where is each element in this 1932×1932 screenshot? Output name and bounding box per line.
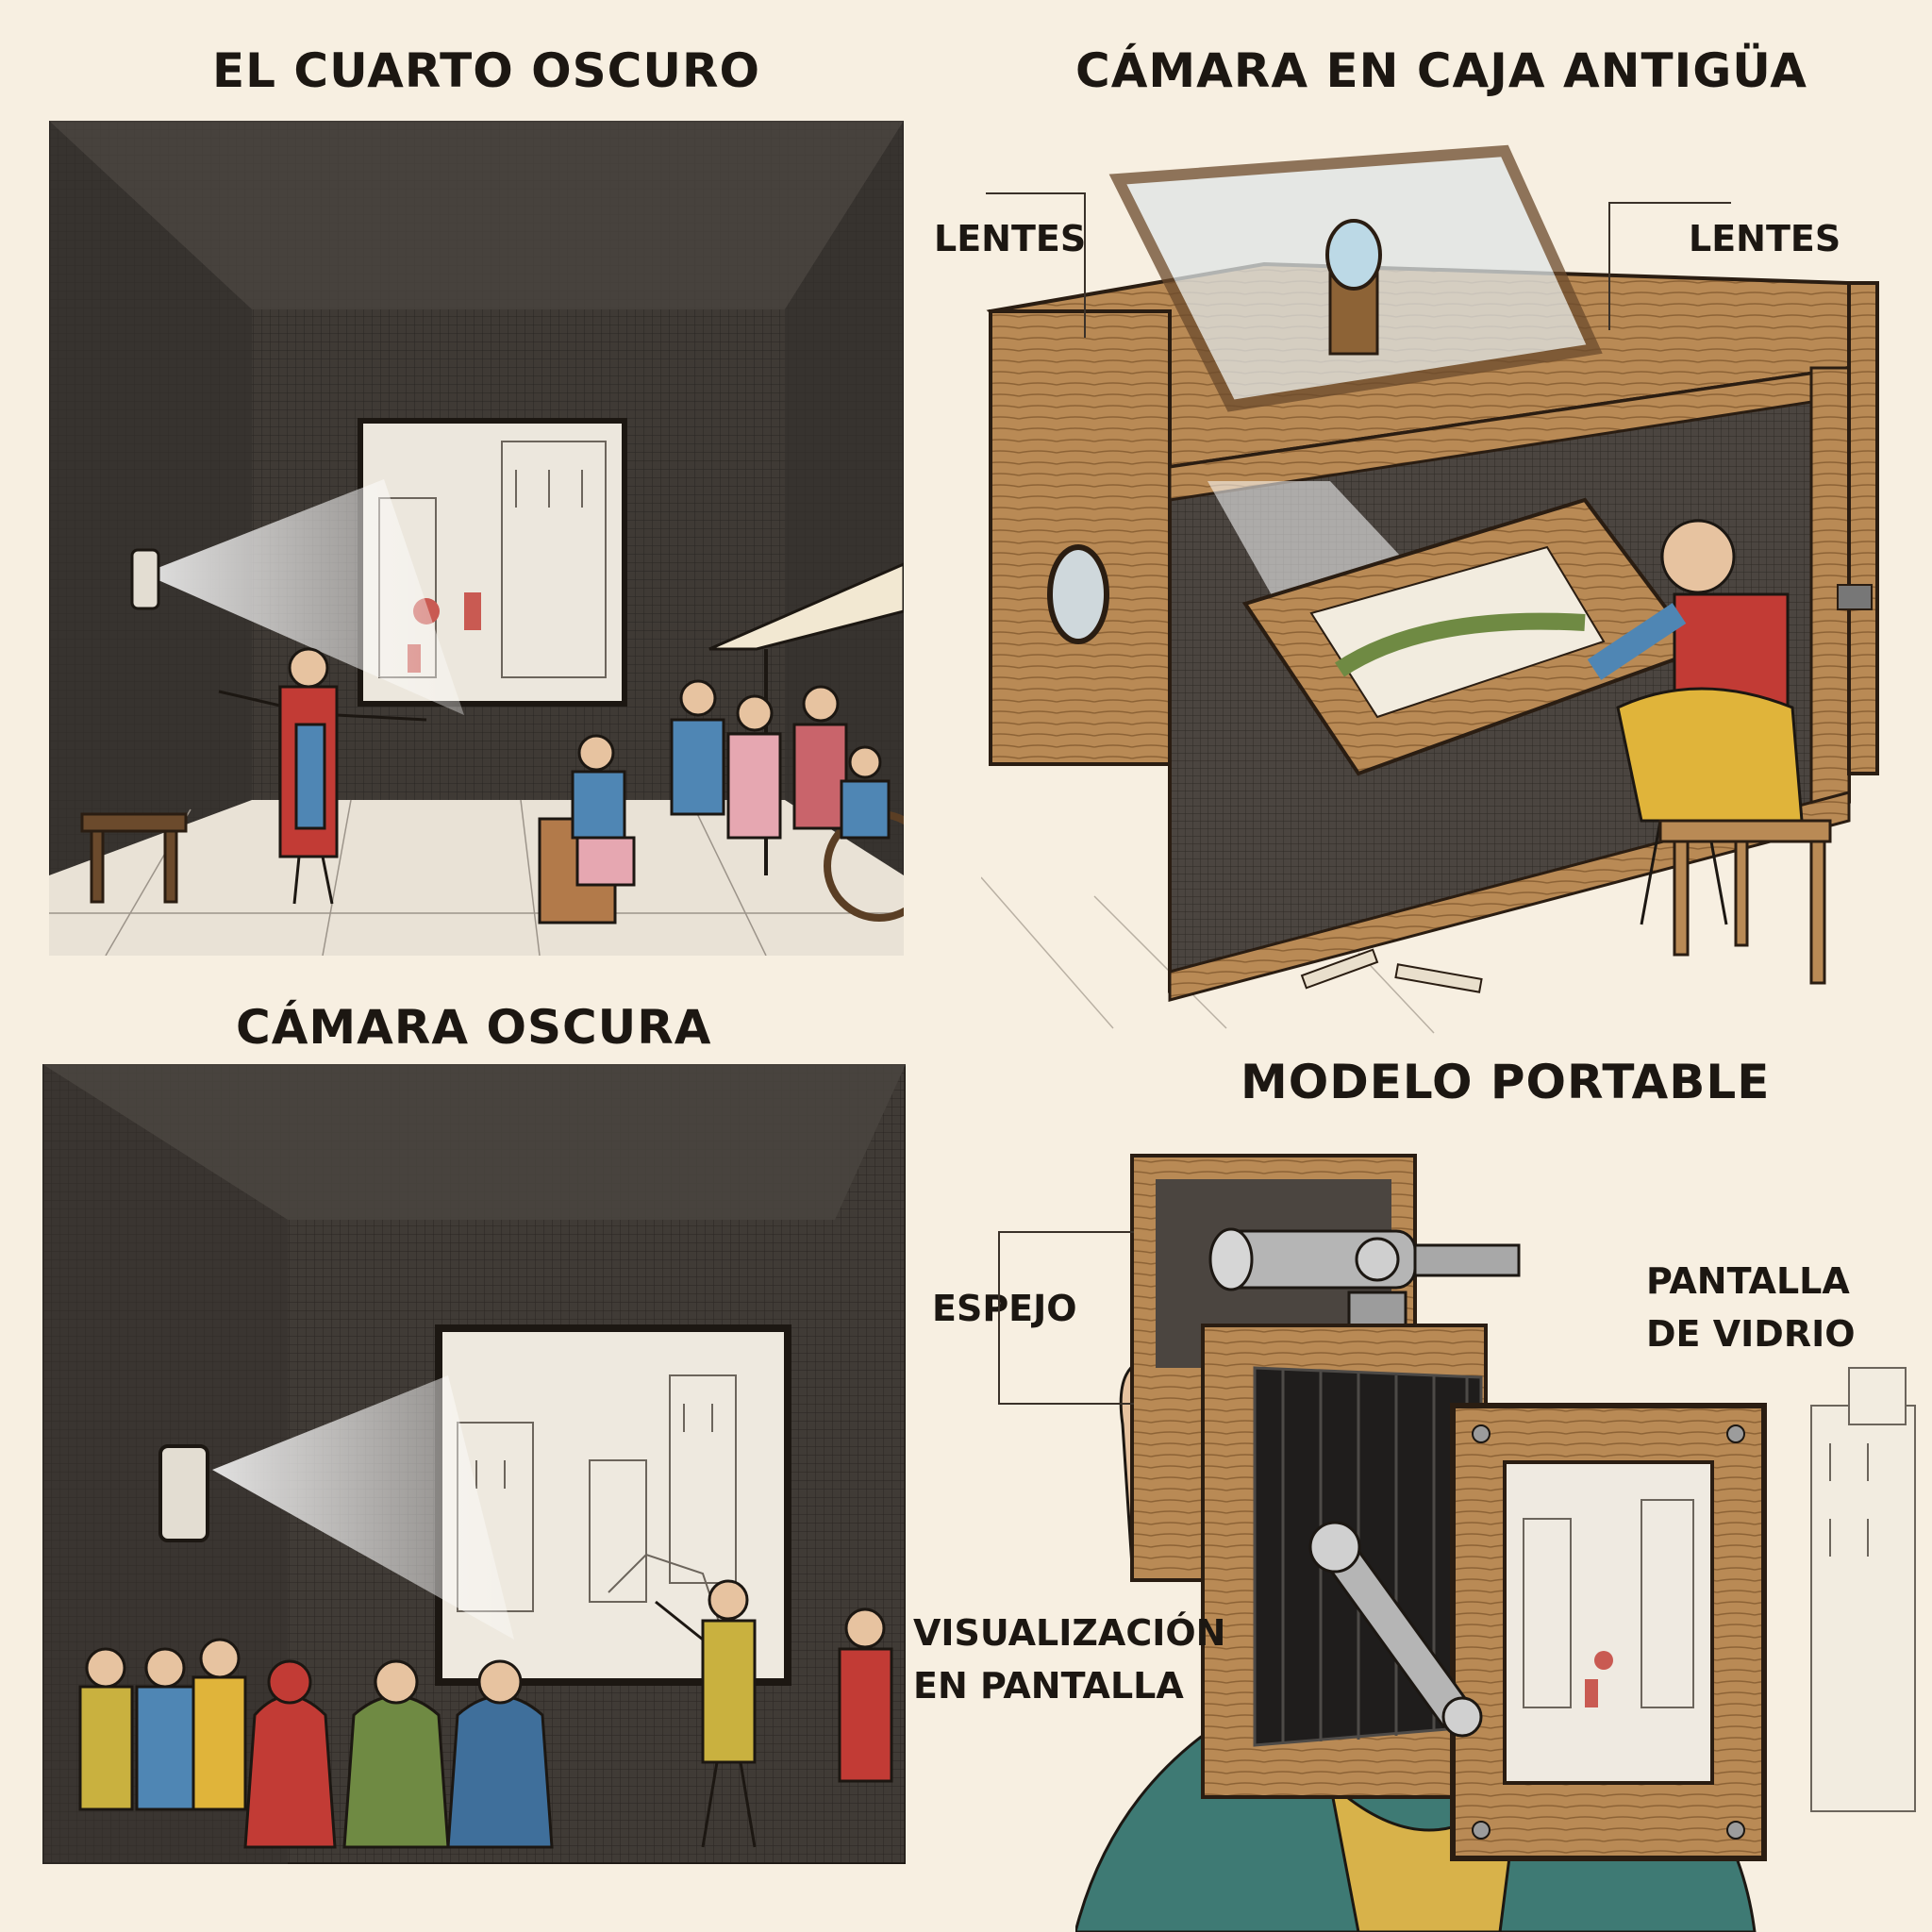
leader-line-lens-right (1608, 202, 1731, 330)
title-portable-model: MODELO PORTABLE (1241, 1055, 1771, 1109)
label-screen-visualization-line-1: VISUALIZACIÓN (913, 1612, 1226, 1654)
label-glass-screen-line-1: PANTALLA (1646, 1260, 1850, 1302)
title-dark-room: EL CUARTO OSCURO (212, 43, 760, 98)
portable-model-illustration (1075, 1123, 1932, 1932)
label-screen-visualization-line-2: EN PANTALLA (913, 1665, 1184, 1707)
label-lens-left: LENTES (934, 218, 1087, 259)
dark-room-illustration (49, 121, 904, 956)
antique-box-camera-illustration (981, 142, 1887, 1038)
leader-line-lens-left (986, 192, 1086, 338)
label-lens-right: LENTES (1689, 218, 1841, 259)
label-screen-visualization: VISUALIZACIÓN EN PANTALLA (913, 1607, 1225, 1712)
label-glass-screen-line-2: DE VIDRIO (1646, 1313, 1856, 1355)
title-antique-box-camera: CÁMARA EN CAJA ANTIGÜA (1075, 43, 1808, 98)
label-glass-screen: PANTALLA DE VIDRIO (1646, 1255, 1856, 1360)
camera-obscura-illustration (42, 1064, 906, 1864)
title-camera-obscura: CÁMARA OSCURA (236, 1000, 712, 1055)
leader-line-mirror (998, 1231, 1134, 1405)
label-mirror: ESPEJO (932, 1288, 1077, 1329)
